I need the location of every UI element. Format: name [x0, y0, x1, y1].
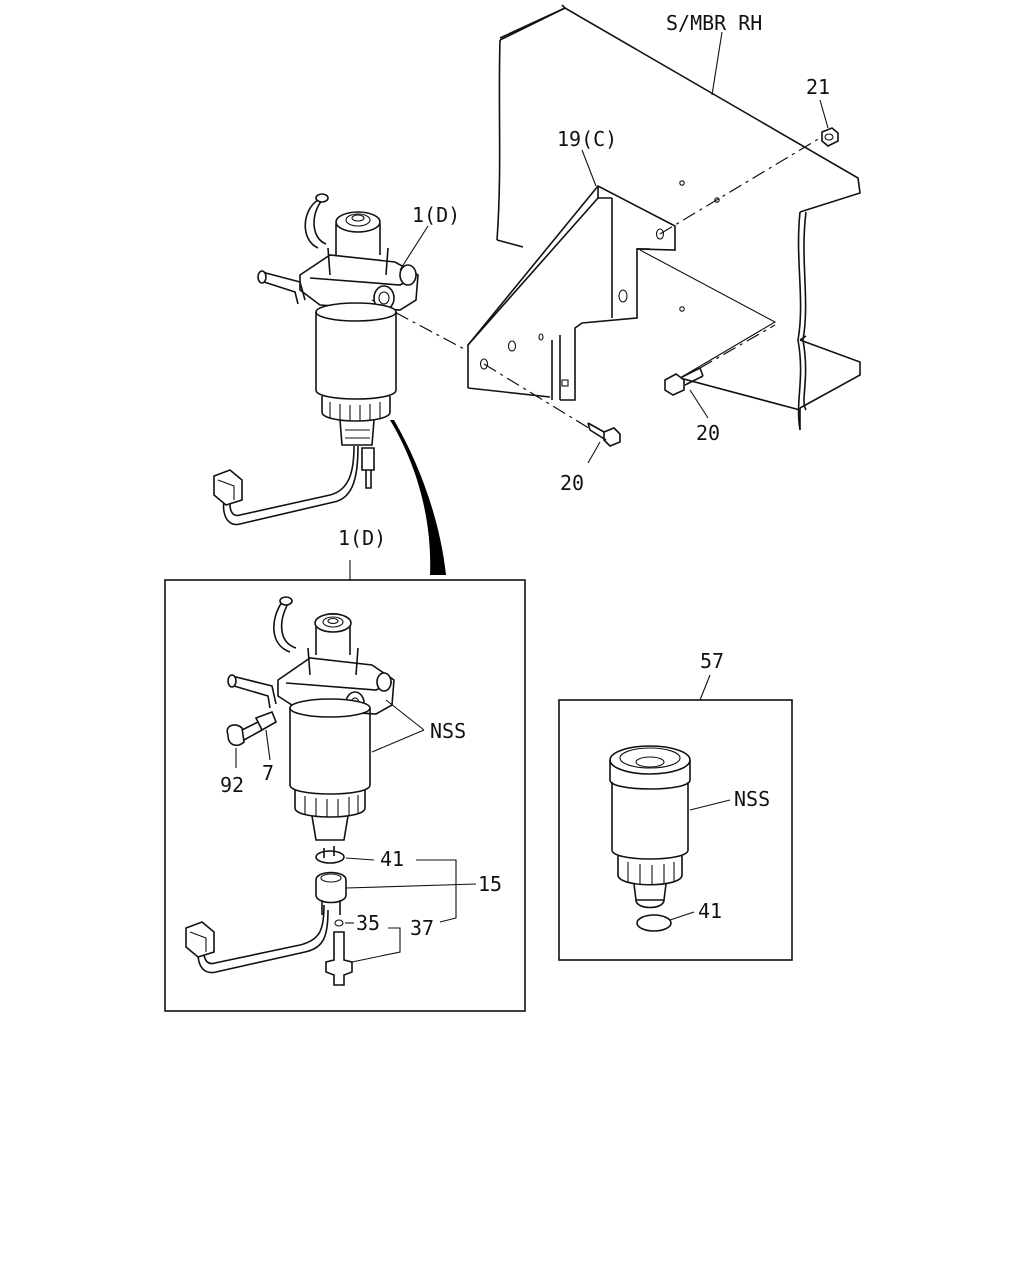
bolt-20-right	[664, 367, 704, 396]
element-kit-detail-box	[558, 699, 793, 961]
leader-lines	[235, 31, 829, 963]
element-kit-57-label: 57	[700, 649, 724, 673]
filter-assy-label: 1(D)	[412, 203, 460, 227]
bolt-20-right-label: 20	[696, 421, 720, 445]
bolt-20-left	[587, 422, 621, 447]
part-92-label: 92	[220, 773, 244, 797]
callout-wedge	[390, 420, 446, 575]
filter-assembly-detail-box	[164, 579, 526, 1012]
assembly-centerlines	[371, 137, 821, 431]
fuel-filter-assembly-main	[213, 193, 419, 526]
part-15-label: 15	[478, 872, 502, 896]
filter-element	[609, 745, 691, 932]
oring-41-box1-label: 41	[380, 847, 404, 871]
bracket	[467, 184, 777, 401]
part-7-label: 7	[262, 761, 274, 785]
bolt-20-left-label: 20	[560, 471, 584, 495]
oring-41-element	[636, 914, 672, 932]
nss-box2-label: NSS	[734, 787, 770, 811]
fuel-filter-assembly-detail	[185, 596, 395, 986]
frame-side-member	[496, 4, 861, 431]
oring-41-box2-label: 41	[698, 899, 722, 923]
nut-21	[821, 127, 839, 147]
frame-member-label: S/MBR RH	[666, 11, 762, 35]
filter-assy-box-label: 1(D)	[338, 526, 386, 550]
nut-21-label: 21	[806, 75, 830, 99]
bracket-19c-label: 19(C)	[557, 127, 617, 151]
part-labels: S/MBR RH 21 19(C) 1(D) 20 20 1(D) NSS 92…	[220, 11, 830, 940]
nss-box1-label: NSS	[430, 719, 466, 743]
part-37-label: 37	[410, 916, 434, 940]
part-35-label: 35	[356, 911, 380, 935]
